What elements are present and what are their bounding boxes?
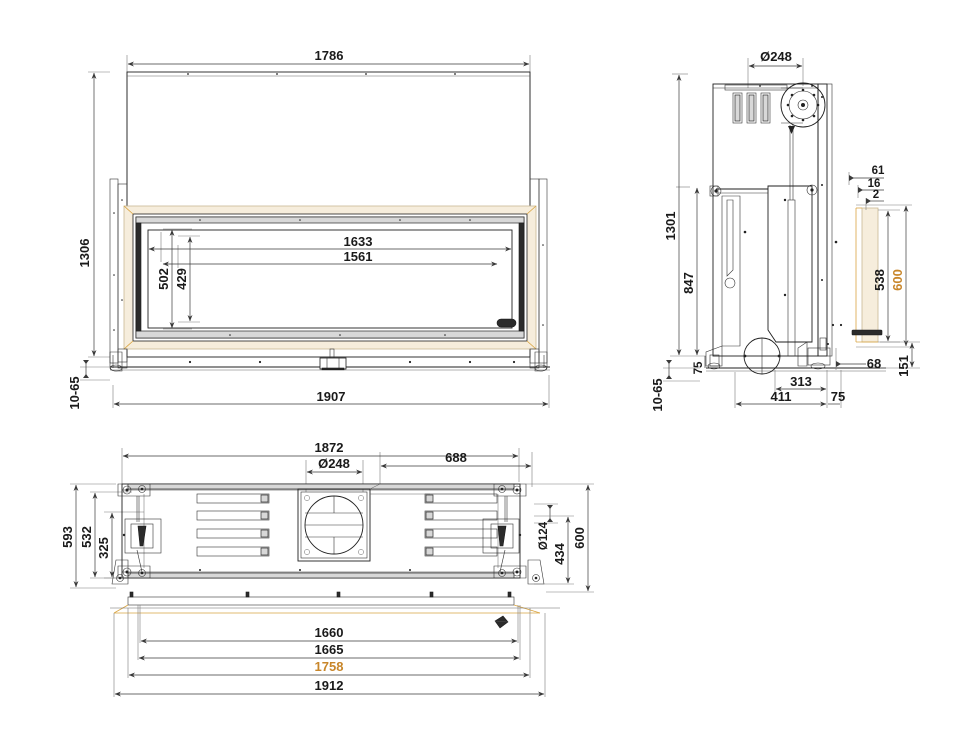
plan-front-strip: [110, 591, 560, 629]
front-center-bracket: [319, 348, 347, 371]
dim-label-1872: 1872: [315, 440, 344, 455]
front-right-foot: [529, 348, 548, 372]
side-lift-mechanism: [787, 125, 796, 357]
plan-left-hinge: [111, 483, 162, 585]
plan-body-outline: [121, 483, 521, 579]
dim-label-1665: 1665: [315, 642, 344, 657]
side-extension-lines: [663, 58, 804, 382]
dim-front-bottom-width: 1907: [113, 389, 549, 407]
dim-label-68: 68: [867, 356, 881, 371]
dim-label-151: 151: [896, 355, 911, 377]
dim-front-top-width: 1786: [127, 48, 530, 67]
dim-label-side-dia248: Ø248: [760, 49, 792, 64]
plan-right-vents: [424, 493, 498, 557]
dim-label-1561: 1561: [344, 249, 373, 264]
dim-label-1301: 1301: [663, 212, 678, 241]
plan-left-vents: [196, 493, 270, 557]
dim-plan-offset-688: 688: [380, 450, 532, 469]
dim-label-688: 688: [445, 450, 467, 465]
dim-plan-flue-diameter: Ø248: [306, 456, 363, 475]
side-elevation-view: Ø248 1301 847 10-65: [650, 49, 920, 412]
dim-label-538: 538: [872, 269, 887, 291]
dim-side-small-offsets: 61 16 2: [848, 165, 885, 210]
dim-label-side-10-65: 10-65: [650, 378, 665, 411]
plan-right-hinge: [482, 483, 545, 585]
plan-flue-plate: [297, 483, 430, 562]
side-base-assembly: [705, 337, 886, 375]
dim-label-429: 429: [174, 268, 189, 290]
dim-side-leg-range: 10-65: [650, 360, 672, 412]
side-flue-collar: [780, 82, 826, 128]
dim-label-434: 434: [552, 542, 567, 564]
dim-label-61: 61: [872, 165, 885, 177]
side-door-carriage: [767, 184, 818, 343]
dim-label-532: 532: [79, 526, 94, 548]
dim-label-side-600: 600: [890, 269, 905, 291]
dim-label-502: 502: [156, 268, 171, 290]
dim-label-16: 16: [868, 178, 881, 190]
dim-label-313: 313: [790, 374, 812, 389]
dim-side-depths: 313 411 75: [734, 370, 845, 408]
dim-label-75-depth: 75: [831, 389, 845, 404]
dim-side-foot-height: 75: [693, 356, 706, 374]
dim-label-1633: 1633: [344, 234, 373, 249]
dim-label-75-foot: 75: [693, 361, 705, 374]
side-top-vents: [724, 84, 788, 124]
dim-label-10-65: 10-65: [67, 376, 82, 409]
dim-label-1660: 1660: [315, 625, 344, 640]
dim-label-plan-600: 600: [572, 527, 587, 549]
dim-side-body-height: 847: [681, 187, 700, 356]
dim-label-325: 325: [96, 537, 111, 559]
dim-plan-bottom-chain: 1660 1665 1758 1912: [113, 605, 546, 697]
dim-side-height: 1301: [663, 74, 682, 356]
dim-label-1907: 1907: [317, 389, 346, 404]
front-glass-opening: [135, 216, 525, 339]
dim-label-411: 411: [771, 389, 792, 404]
dim-label-1912: 1912: [315, 678, 344, 693]
dim-front-glass-heights: 502 429: [156, 228, 200, 330]
dim-label-plan-dia248: Ø248: [318, 456, 350, 471]
front-left-foot: [109, 348, 128, 372]
dim-label-1786: 1786: [315, 48, 344, 63]
dim-label-593: 593: [60, 526, 75, 548]
side-glass-plane: [817, 83, 883, 357]
dim-front-glass-widths: 1633 1561: [148, 232, 512, 268]
dim-label-1758: 1758: [315, 659, 344, 674]
plan-top-view: 1872 Ø248 688 593 532 325: [60, 440, 594, 697]
dim-label-1306: 1306: [77, 239, 92, 268]
plan-extension-lines: [70, 448, 533, 589]
dim-front-leg-range: 10-65: [67, 360, 89, 410]
dim-label-dia124: Ø124: [538, 521, 550, 550]
dim-side-flue-diameter: Ø248: [748, 49, 803, 69]
dim-plan-left-depths: 593 532 325: [60, 484, 115, 588]
dim-side-base-offsets: 68 151: [835, 341, 920, 377]
dim-plan-width: 1872: [122, 440, 519, 459]
dim-label-2: 2: [873, 189, 879, 201]
front-elevation-view: 1786 1306 10-65 1907: [67, 48, 550, 410]
dim-front-height: 1306: [77, 72, 97, 357]
side-handle-bar: [709, 185, 768, 197]
dim-plan-right-depths: Ø124 434 600: [526, 483, 594, 593]
side-inner-panel: [721, 195, 747, 347]
dim-label-847: 847: [681, 272, 696, 294]
